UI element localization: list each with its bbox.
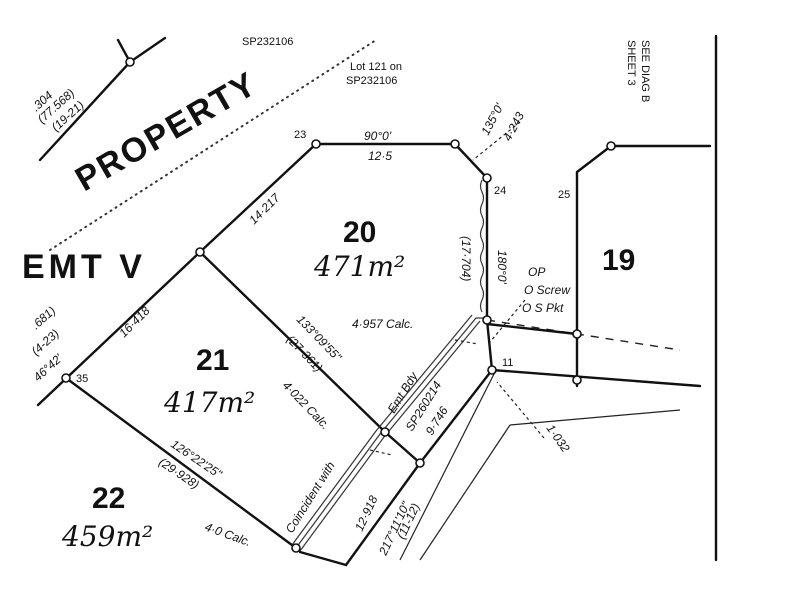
dim-dist-23-24: 12·5 bbox=[368, 149, 392, 163]
boundary-sp260214-stub bbox=[383, 430, 422, 465]
dim-bearing-24-down: 180°0' bbox=[495, 250, 509, 284]
point-19-b bbox=[572, 375, 582, 385]
point-mid-21 bbox=[195, 247, 205, 257]
dim-calc-4957: 4·957 Calc. bbox=[352, 317, 413, 331]
legend-pkt: O S Pkt bbox=[522, 301, 564, 315]
lot-21-area: 417m² bbox=[163, 386, 255, 419]
boundary-19-left bbox=[575, 144, 712, 388]
boundary-21-22 bbox=[64, 376, 298, 550]
leader-1032 bbox=[496, 381, 545, 439]
label-11: 11 bbox=[502, 357, 513, 369]
lot-21-number: 21 bbox=[196, 344, 229, 377]
dim-dist-corner: 4·243 bbox=[500, 109, 527, 143]
lot-19-number: 19 bbox=[602, 244, 635, 277]
label-24: 24 bbox=[494, 185, 506, 197]
point-emt bbox=[380, 427, 390, 437]
point-135-corner bbox=[450, 139, 460, 149]
dim-12918: 12·918 bbox=[352, 493, 381, 533]
boundary-24-11 bbox=[485, 318, 494, 372]
dim-dist-35-21: 16·418 bbox=[116, 304, 153, 341]
leader-4957 bbox=[454, 339, 479, 345]
point-24-low bbox=[482, 315, 492, 325]
boundary-21-20 bbox=[198, 250, 387, 434]
sheet-note-line2: SHEET 3 bbox=[625, 40, 637, 86]
dim-dist-24-down: (17·704) bbox=[459, 236, 473, 281]
property-label: PROPERTY bbox=[69, 64, 264, 198]
dim-calc-diag: 4·022 Calc. bbox=[280, 378, 333, 432]
boundary-sp260214 bbox=[418, 368, 494, 465]
lot-22-number: 22 bbox=[92, 482, 125, 515]
dim-dist-21-20: 14·217 bbox=[246, 190, 283, 227]
lot-20-area: 471m² bbox=[313, 250, 405, 283]
emt-boundary bbox=[291, 314, 487, 552]
dim-calc-40: 4·0 Calc. bbox=[203, 520, 253, 550]
road-line-1 bbox=[399, 371, 496, 561]
label-35: 35 bbox=[76, 373, 88, 385]
left-edge-dim-1: .681) bbox=[29, 304, 59, 333]
boundary-12918 bbox=[344, 461, 422, 567]
label-25: 25 bbox=[558, 189, 570, 201]
point-23 bbox=[311, 139, 321, 149]
leader-135 bbox=[472, 121, 521, 161]
road-line-2 bbox=[509, 409, 681, 426]
point-24 bbox=[482, 173, 492, 183]
legend-screw: O Screw bbox=[524, 283, 571, 297]
top-fragment: SP232106 bbox=[242, 36, 293, 48]
point-11 bbox=[487, 365, 497, 375]
boundary-19-bottom bbox=[490, 368, 702, 388]
point-sp bbox=[415, 458, 425, 468]
lot-22-area: 459m² bbox=[61, 520, 153, 553]
point-19-a bbox=[572, 329, 582, 339]
leader-emt bbox=[369, 449, 393, 456]
boundary-19-dashed bbox=[486, 319, 681, 351]
leader-op bbox=[489, 299, 526, 343]
boundary-24-wavy bbox=[479, 179, 485, 313]
point-coincident bbox=[291, 543, 301, 553]
lot-ref-line1: Lot 121 on bbox=[350, 61, 402, 73]
dim-bearing-23-24: 90°0' bbox=[364, 129, 392, 143]
sheet-note-line1: SEE DIAG B bbox=[639, 40, 651, 102]
dim-coincident: Coincident with bbox=[283, 459, 338, 536]
lot-ref-line2: SP232106 bbox=[346, 75, 397, 87]
legend-op: OP bbox=[528, 265, 545, 279]
property-boundary-dotted bbox=[49, 39, 377, 251]
emt-label: EMT V bbox=[22, 248, 146, 286]
road-line-3 bbox=[419, 424, 511, 561]
point-35 bbox=[61, 373, 71, 383]
boundary-19-mid bbox=[485, 322, 579, 336]
point-25 bbox=[606, 141, 616, 151]
dim-1032: 1·032 bbox=[544, 422, 573, 455]
label-23: 23 bbox=[294, 129, 306, 141]
lot-20-number: 20 bbox=[343, 216, 376, 249]
point-top-left bbox=[125, 57, 135, 67]
coincident-line bbox=[298, 550, 348, 567]
